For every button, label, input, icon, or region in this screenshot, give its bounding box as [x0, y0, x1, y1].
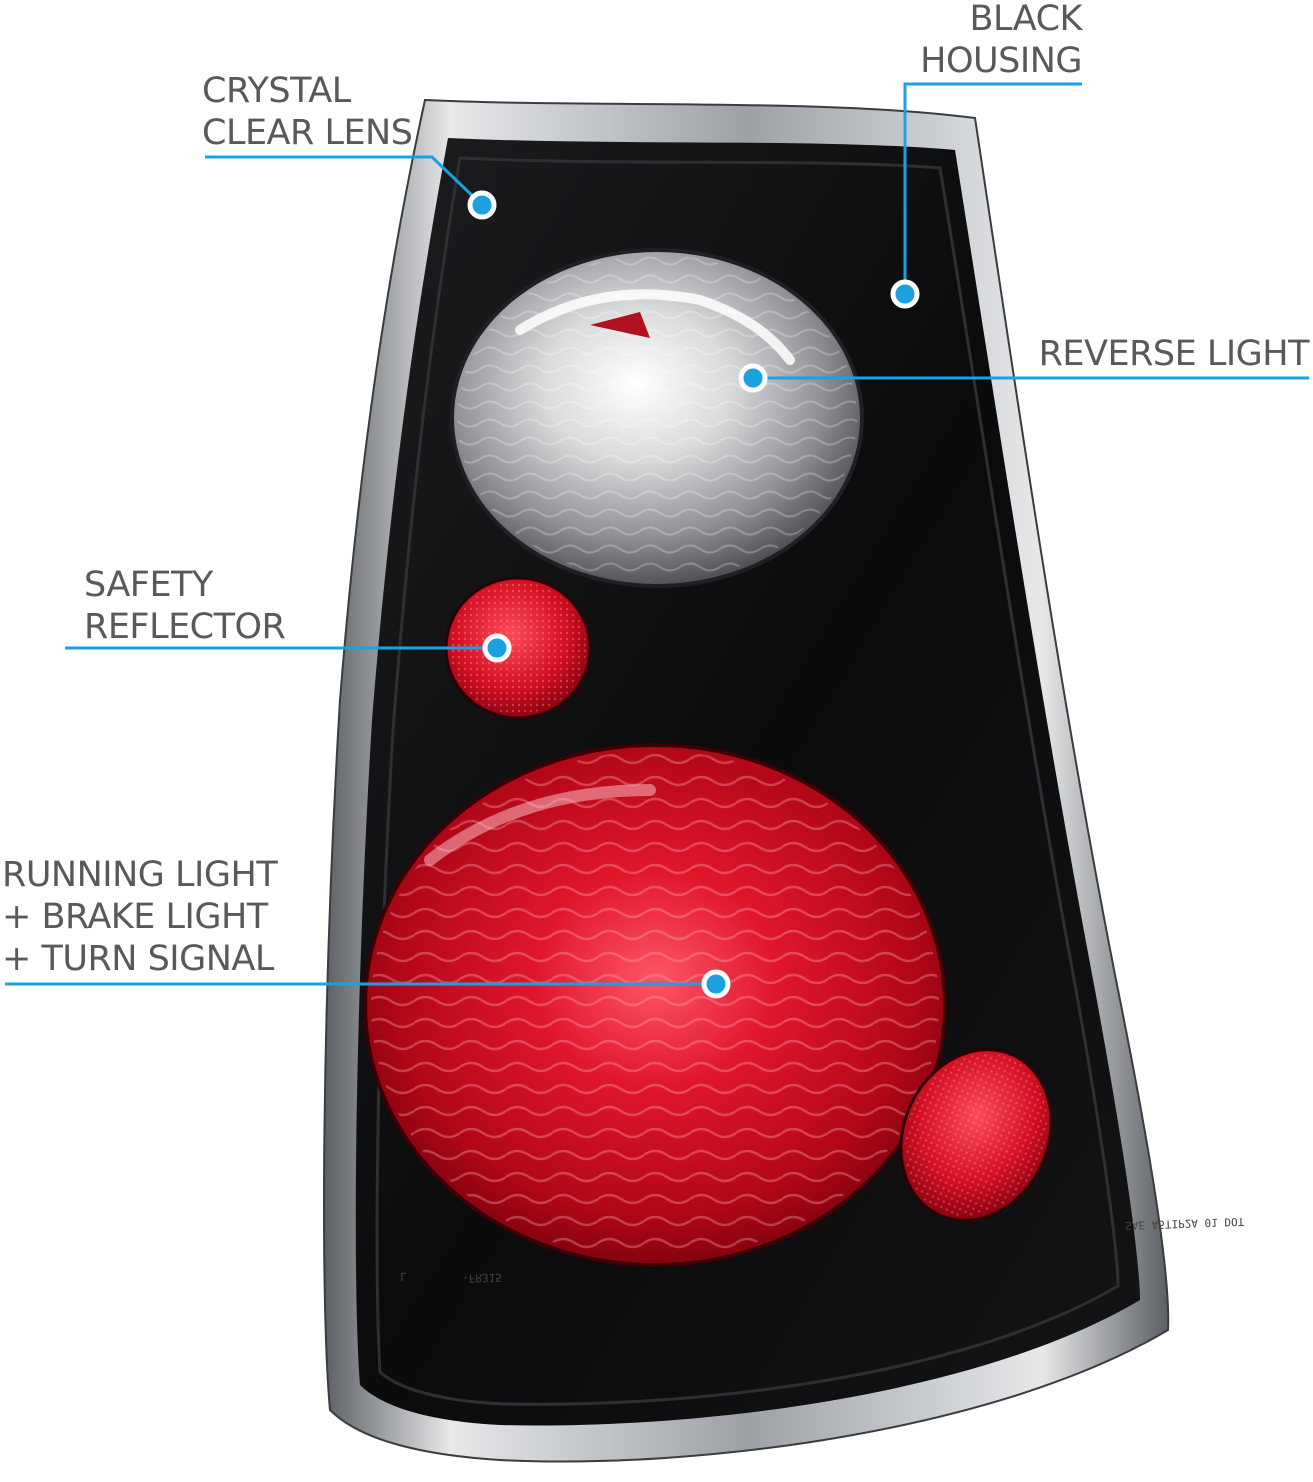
callout-label-line: RUNNING LIGHT [2, 855, 278, 895]
callout-dot-icon [738, 363, 768, 393]
callout-label-line: REVERSE LIGHT [1038, 334, 1310, 374]
reverse-light-red-accent [590, 312, 650, 338]
part-code: -FR315 [462, 1271, 502, 1285]
callout-lines [5, 82, 1309, 986]
running-light-ripples [371, 751, 939, 1259]
callout-dot-icon [890, 279, 920, 309]
callout-dot-icon [467, 190, 497, 220]
reverse-light-ripples [457, 255, 857, 581]
safety-reflector-texture [450, 582, 586, 714]
callout-label-line: SAFETY [84, 565, 213, 605]
running-light-highlight [424, 784, 656, 866]
callout-label-line: HOUSING [920, 41, 1082, 81]
callout-dot-icon [482, 633, 512, 663]
callout-label-line: CRYSTAL [202, 71, 351, 111]
callout-label-line: + TURN SIGNAL [2, 939, 274, 979]
callout-line-crystal-clear-lens [205, 155, 484, 207]
callout-label-line: REFLECTOR [84, 607, 286, 647]
callout-label-safety-reflector: SAFETY REFLECTOR [84, 564, 286, 648]
callout-label-running-light: RUNNING LIGHT + BRAKE LIGHT + TURN SIGNA… [2, 854, 278, 980]
callout-dots [467, 190, 920, 999]
callout-label-line: BLACK [969, 0, 1082, 39]
callout-label-line: + BRAKE LIGHT [2, 897, 268, 937]
housing-markings: SAE A5TIP2A 01 DOT -FR315 L [400, 1215, 1245, 1285]
side-marker-code: SAE A5TIP2A 01 DOT [1125, 1215, 1245, 1232]
callout-label-black-housing: BLACK HOUSING [880, 0, 1082, 82]
callout-label-reverse-light: REVERSE LIGHT [1010, 333, 1310, 375]
callout-dot-icon [701, 969, 731, 999]
side-marker-texture [904, 1053, 1048, 1217]
housing-inner-bezel [375, 156, 1120, 1406]
side-letter: L [400, 1270, 407, 1283]
reverse-light-highlight [515, 289, 795, 365]
callout-line-black-housing [903, 82, 1082, 294]
callout-label-line: CLEAR LENS [202, 113, 413, 153]
callout-label-crystal-clear-lens: CRYSTAL CLEAR LENS [202, 70, 413, 154]
